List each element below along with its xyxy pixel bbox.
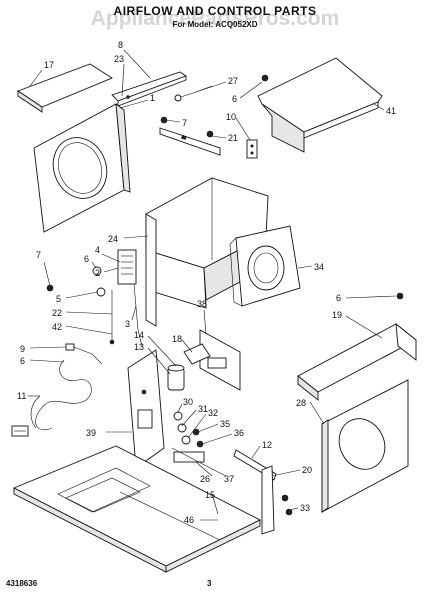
callout-28: 28 xyxy=(296,398,306,408)
part-5-22-42-components xyxy=(92,266,115,345)
part-39-control-panel xyxy=(127,349,165,469)
callout-6-right: 6 xyxy=(336,293,341,303)
part-18-relay xyxy=(183,343,211,365)
callout-36: 36 xyxy=(234,428,244,438)
document-number: 4318636 xyxy=(6,579,38,588)
callout-2: 2 xyxy=(95,268,100,278)
callout-24: 24 xyxy=(108,234,118,244)
callout-38: 38 xyxy=(197,299,207,309)
callout-15: 15 xyxy=(205,490,215,500)
part-2-control-module xyxy=(117,249,137,285)
callout-8: 8 xyxy=(118,40,123,50)
page-title: AIRFLOW AND CONTROL PARTS xyxy=(113,4,317,18)
callout-3: 3 xyxy=(125,319,130,329)
callout-22: 22 xyxy=(52,308,62,318)
part-20-mounting-bracket xyxy=(261,465,293,535)
callout-7-mid: 7 xyxy=(36,250,41,260)
callout-9: 9 xyxy=(20,344,25,354)
part-17-top-strip xyxy=(17,63,113,113)
model-subtitle: For Model: ACQ052XD xyxy=(172,20,258,29)
part-10-clip xyxy=(246,139,258,159)
screw-6-top xyxy=(261,74,269,82)
callout-32: 32 xyxy=(208,408,218,418)
callout-14: 14 xyxy=(134,330,144,340)
part-1-fan-shroud xyxy=(33,103,131,233)
callout-37: 37 xyxy=(224,474,234,484)
part-19-top-panel xyxy=(297,322,417,401)
part-8-23-top-rail xyxy=(111,71,187,107)
screw-7-mid xyxy=(46,284,54,292)
screw-21-top xyxy=(206,130,214,138)
callout-10: 10 xyxy=(226,112,236,122)
callout-33: 33 xyxy=(300,503,310,513)
callout-4: 4 xyxy=(95,245,100,255)
callout-31: 31 xyxy=(198,404,208,414)
part-41-top-cover xyxy=(257,57,383,153)
callout-21: 21 xyxy=(228,133,238,143)
callout-12: 12 xyxy=(262,440,272,450)
part-3-harness xyxy=(133,283,143,347)
callout-23: 23 xyxy=(114,54,124,64)
callout-20: 20 xyxy=(302,465,312,475)
callout-30: 30 xyxy=(183,397,193,407)
part-28-side-panel xyxy=(321,379,409,513)
callout-34: 34 xyxy=(314,262,324,272)
callout-27: 27 xyxy=(228,76,238,86)
part-13-capacitor xyxy=(167,364,185,391)
callout-5: 5 xyxy=(56,294,61,304)
screw-6-right xyxy=(396,292,404,300)
callout-26: 26 xyxy=(200,474,210,484)
parts-30-37-switch-stack xyxy=(171,411,215,471)
callout-7-top: 7 xyxy=(182,118,187,128)
part-9-connector xyxy=(65,343,103,365)
callout-18: 18 xyxy=(172,334,182,344)
callout-39: 39 xyxy=(86,428,96,438)
callout-6-mid: 6 xyxy=(84,254,89,264)
part-38-control-bracket xyxy=(199,329,241,391)
callout-11: 11 xyxy=(17,391,26,401)
callout-13: 13 xyxy=(134,342,144,352)
callout-42: 42 xyxy=(52,322,62,332)
part-21-brace xyxy=(159,127,221,156)
base-pan xyxy=(12,445,262,573)
page-number: 3 xyxy=(207,579,212,588)
callout-6-top: 6 xyxy=(232,94,237,104)
callout-17: 17 xyxy=(44,60,54,70)
callout-1: 1 xyxy=(150,93,155,103)
callout-41: 41 xyxy=(386,106,396,116)
part-34-blower-housing xyxy=(229,225,301,307)
callout-46: 46 xyxy=(184,515,194,525)
callout-6-left: 6 xyxy=(20,356,25,366)
callout-35: 35 xyxy=(220,419,230,429)
callout-19: 19 xyxy=(332,310,342,320)
